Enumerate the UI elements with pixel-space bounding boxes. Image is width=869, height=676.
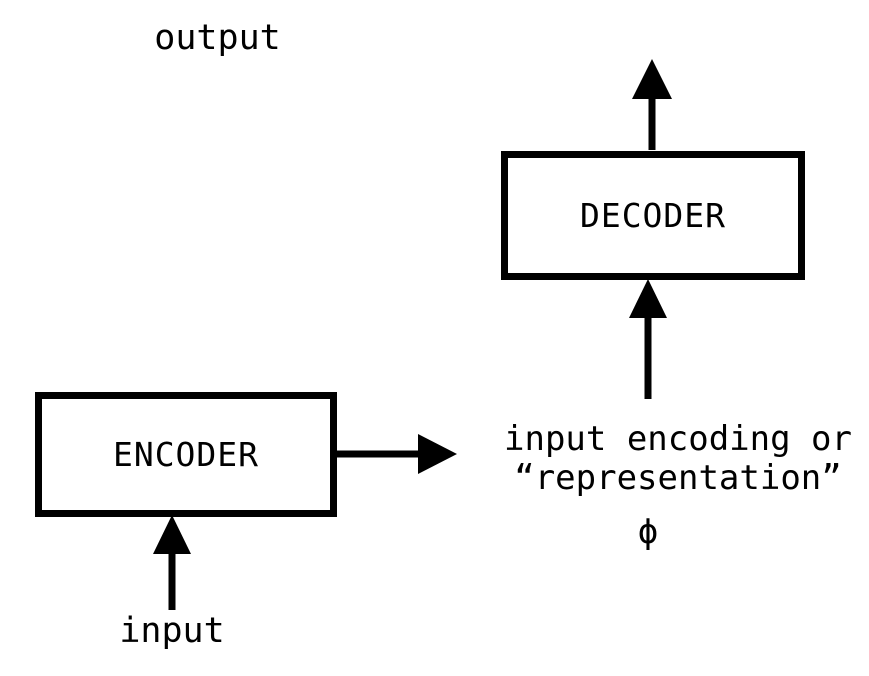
output-label: output	[154, 18, 281, 58]
input-label: input	[119, 611, 225, 651]
arrow-encoder-to-encoding	[337, 434, 457, 474]
encoding-label: input encoding or “representation”	[488, 419, 868, 499]
encoder-node-label: ENCODER	[112, 435, 260, 474]
encoder-node[interactable]: ENCODER	[35, 392, 337, 517]
arrow-decoder-to-output	[632, 59, 672, 150]
phi-symbol-label: ϕ	[637, 512, 659, 552]
decoder-node-label: DECODER	[579, 196, 727, 235]
encoding-label-line-2: “representation”	[514, 458, 842, 499]
decoder-node[interactable]: DECODER	[501, 151, 805, 280]
encoding-label-line-1: input encoding or	[504, 419, 852, 459]
arrow-encoding-to-decoder	[629, 279, 667, 399]
arrow-input-to-encoder	[153, 515, 191, 610]
